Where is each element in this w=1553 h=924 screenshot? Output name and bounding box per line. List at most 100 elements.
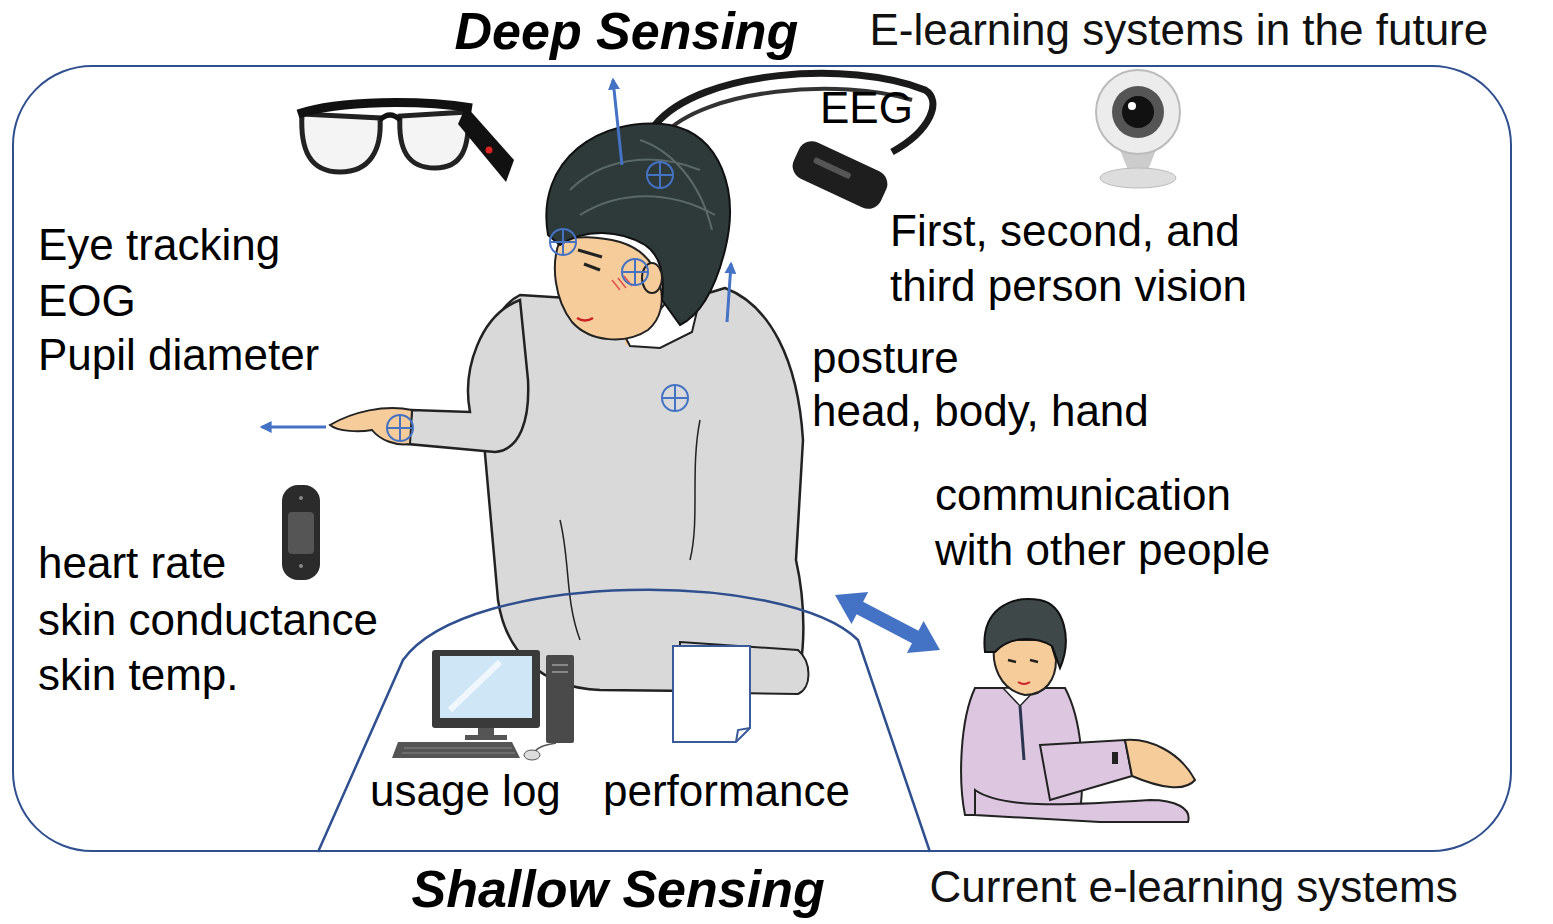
glasses-lens	[400, 112, 469, 168]
webcam-base	[1100, 168, 1176, 188]
shallow-sensing-region: Shallow SensingCurrent e-learning system…	[318, 580, 930, 852]
document-page	[673, 646, 750, 742]
keyboard-keys	[402, 748, 515, 753]
sensor-markers	[387, 162, 688, 441]
person-tie	[1020, 706, 1024, 760]
person-watch	[1112, 752, 1118, 764]
deep-sensing-region: Shallow SensingCurrent e-learning system…	[12, 65, 1512, 852]
sensor-label: head, body, hand	[812, 383, 1149, 438]
student-hand	[330, 408, 412, 444]
motion-vector	[613, 80, 622, 165]
webcam-glint	[1128, 102, 1136, 110]
student-eyebrow	[578, 250, 602, 257]
tower-slot	[552, 665, 568, 672]
mouse-cable	[534, 743, 556, 752]
student-ear	[642, 263, 662, 293]
sensor-label: communication with other people	[935, 467, 1295, 577]
sensor-label: posture	[812, 330, 959, 385]
motion-vector	[727, 264, 731, 322]
person-hand	[1125, 740, 1195, 787]
student-hair	[546, 124, 730, 325]
sensor-label: EEG	[820, 80, 913, 135]
screen-glare	[450, 662, 500, 710]
webcam	[1096, 70, 1180, 188]
motion-vector	[262, 426, 326, 429]
sensor-crosshair	[647, 162, 673, 188]
pc-tower	[546, 655, 574, 743]
glasses-bridge	[380, 115, 400, 120]
region-subheading: Current e-learning systems	[930, 861, 1458, 914]
student-mouth	[577, 318, 593, 321]
mouse	[524, 750, 540, 760]
glasses-lens	[302, 114, 380, 172]
glasses-frame	[298, 103, 472, 114]
wristband-hole	[299, 564, 303, 568]
sensor-label: heart rate	[38, 535, 226, 590]
other-person-figure	[961, 599, 1195, 822]
eye-tracker-glasses	[298, 103, 514, 182]
sensor-label: First, second, and third person vision	[890, 203, 1270, 313]
monitor-base	[465, 735, 507, 740]
sensor-label: skin conductance	[38, 592, 378, 647]
sensor-label: skin temp.	[38, 647, 239, 702]
region-subheading: E-learning systems in the future	[870, 4, 1489, 57]
sensor-crosshair	[662, 385, 688, 411]
sensor-crosshair	[550, 229, 576, 255]
wristband-strap	[282, 485, 320, 580]
data-label: usage log	[370, 763, 561, 818]
person-eye	[1008, 660, 1038, 662]
keyboard	[392, 742, 520, 758]
double-arrow	[835, 592, 940, 653]
person-hair	[984, 599, 1065, 668]
person-face	[994, 640, 1056, 695]
sensor-label: EOG	[38, 273, 136, 328]
wristband-sensor-unit	[288, 512, 314, 554]
glasses-led	[486, 147, 493, 154]
student-sleeve	[408, 300, 528, 452]
monitor-frame	[432, 650, 540, 728]
webcam-lens	[1122, 96, 1154, 128]
monitor-screen	[440, 656, 532, 718]
glasses-temple	[458, 106, 514, 182]
sensor-crosshair	[387, 415, 413, 441]
sensor-crosshair	[647, 162, 673, 188]
sensor-label: Eye tracking	[38, 217, 280, 272]
wristband-hole	[299, 496, 303, 500]
hair-strand	[570, 140, 715, 230]
headset-module	[788, 137, 892, 214]
data-label: performance	[603, 763, 850, 818]
motion-vectors	[262, 80, 731, 427]
sensor-label: Pupil diameter	[38, 327, 319, 382]
sensor-crosshair	[622, 259, 648, 285]
document-fold	[736, 728, 750, 742]
webcam-lens-ring	[1112, 86, 1164, 138]
computer-icon	[392, 650, 574, 760]
student-figure	[330, 124, 809, 694]
region-heading: Shallow Sensing	[412, 858, 825, 920]
document-icon	[673, 646, 750, 742]
student-eye	[584, 264, 600, 270]
wristband-sensor	[282, 485, 320, 580]
headset-band	[662, 89, 912, 136]
person-arm	[975, 790, 1189, 822]
sensor-crosshair	[622, 259, 648, 285]
dome-outline	[318, 580, 930, 852]
monitor-stand	[478, 728, 494, 735]
person-sleeve	[1040, 740, 1132, 800]
sweater-fold	[560, 420, 700, 640]
sensor-crosshair	[662, 385, 688, 411]
dome-outline	[318, 589, 930, 851]
person-mouth	[1018, 682, 1030, 684]
student-sweater	[481, 288, 803, 692]
sensor-crosshair	[550, 229, 576, 255]
region-heading: Deep Sensing	[455, 0, 799, 62]
webcam-body	[1096, 70, 1180, 154]
sensor-crosshair	[387, 415, 413, 441]
headset-module-body	[788, 137, 892, 214]
headset-module-detail	[813, 157, 852, 179]
